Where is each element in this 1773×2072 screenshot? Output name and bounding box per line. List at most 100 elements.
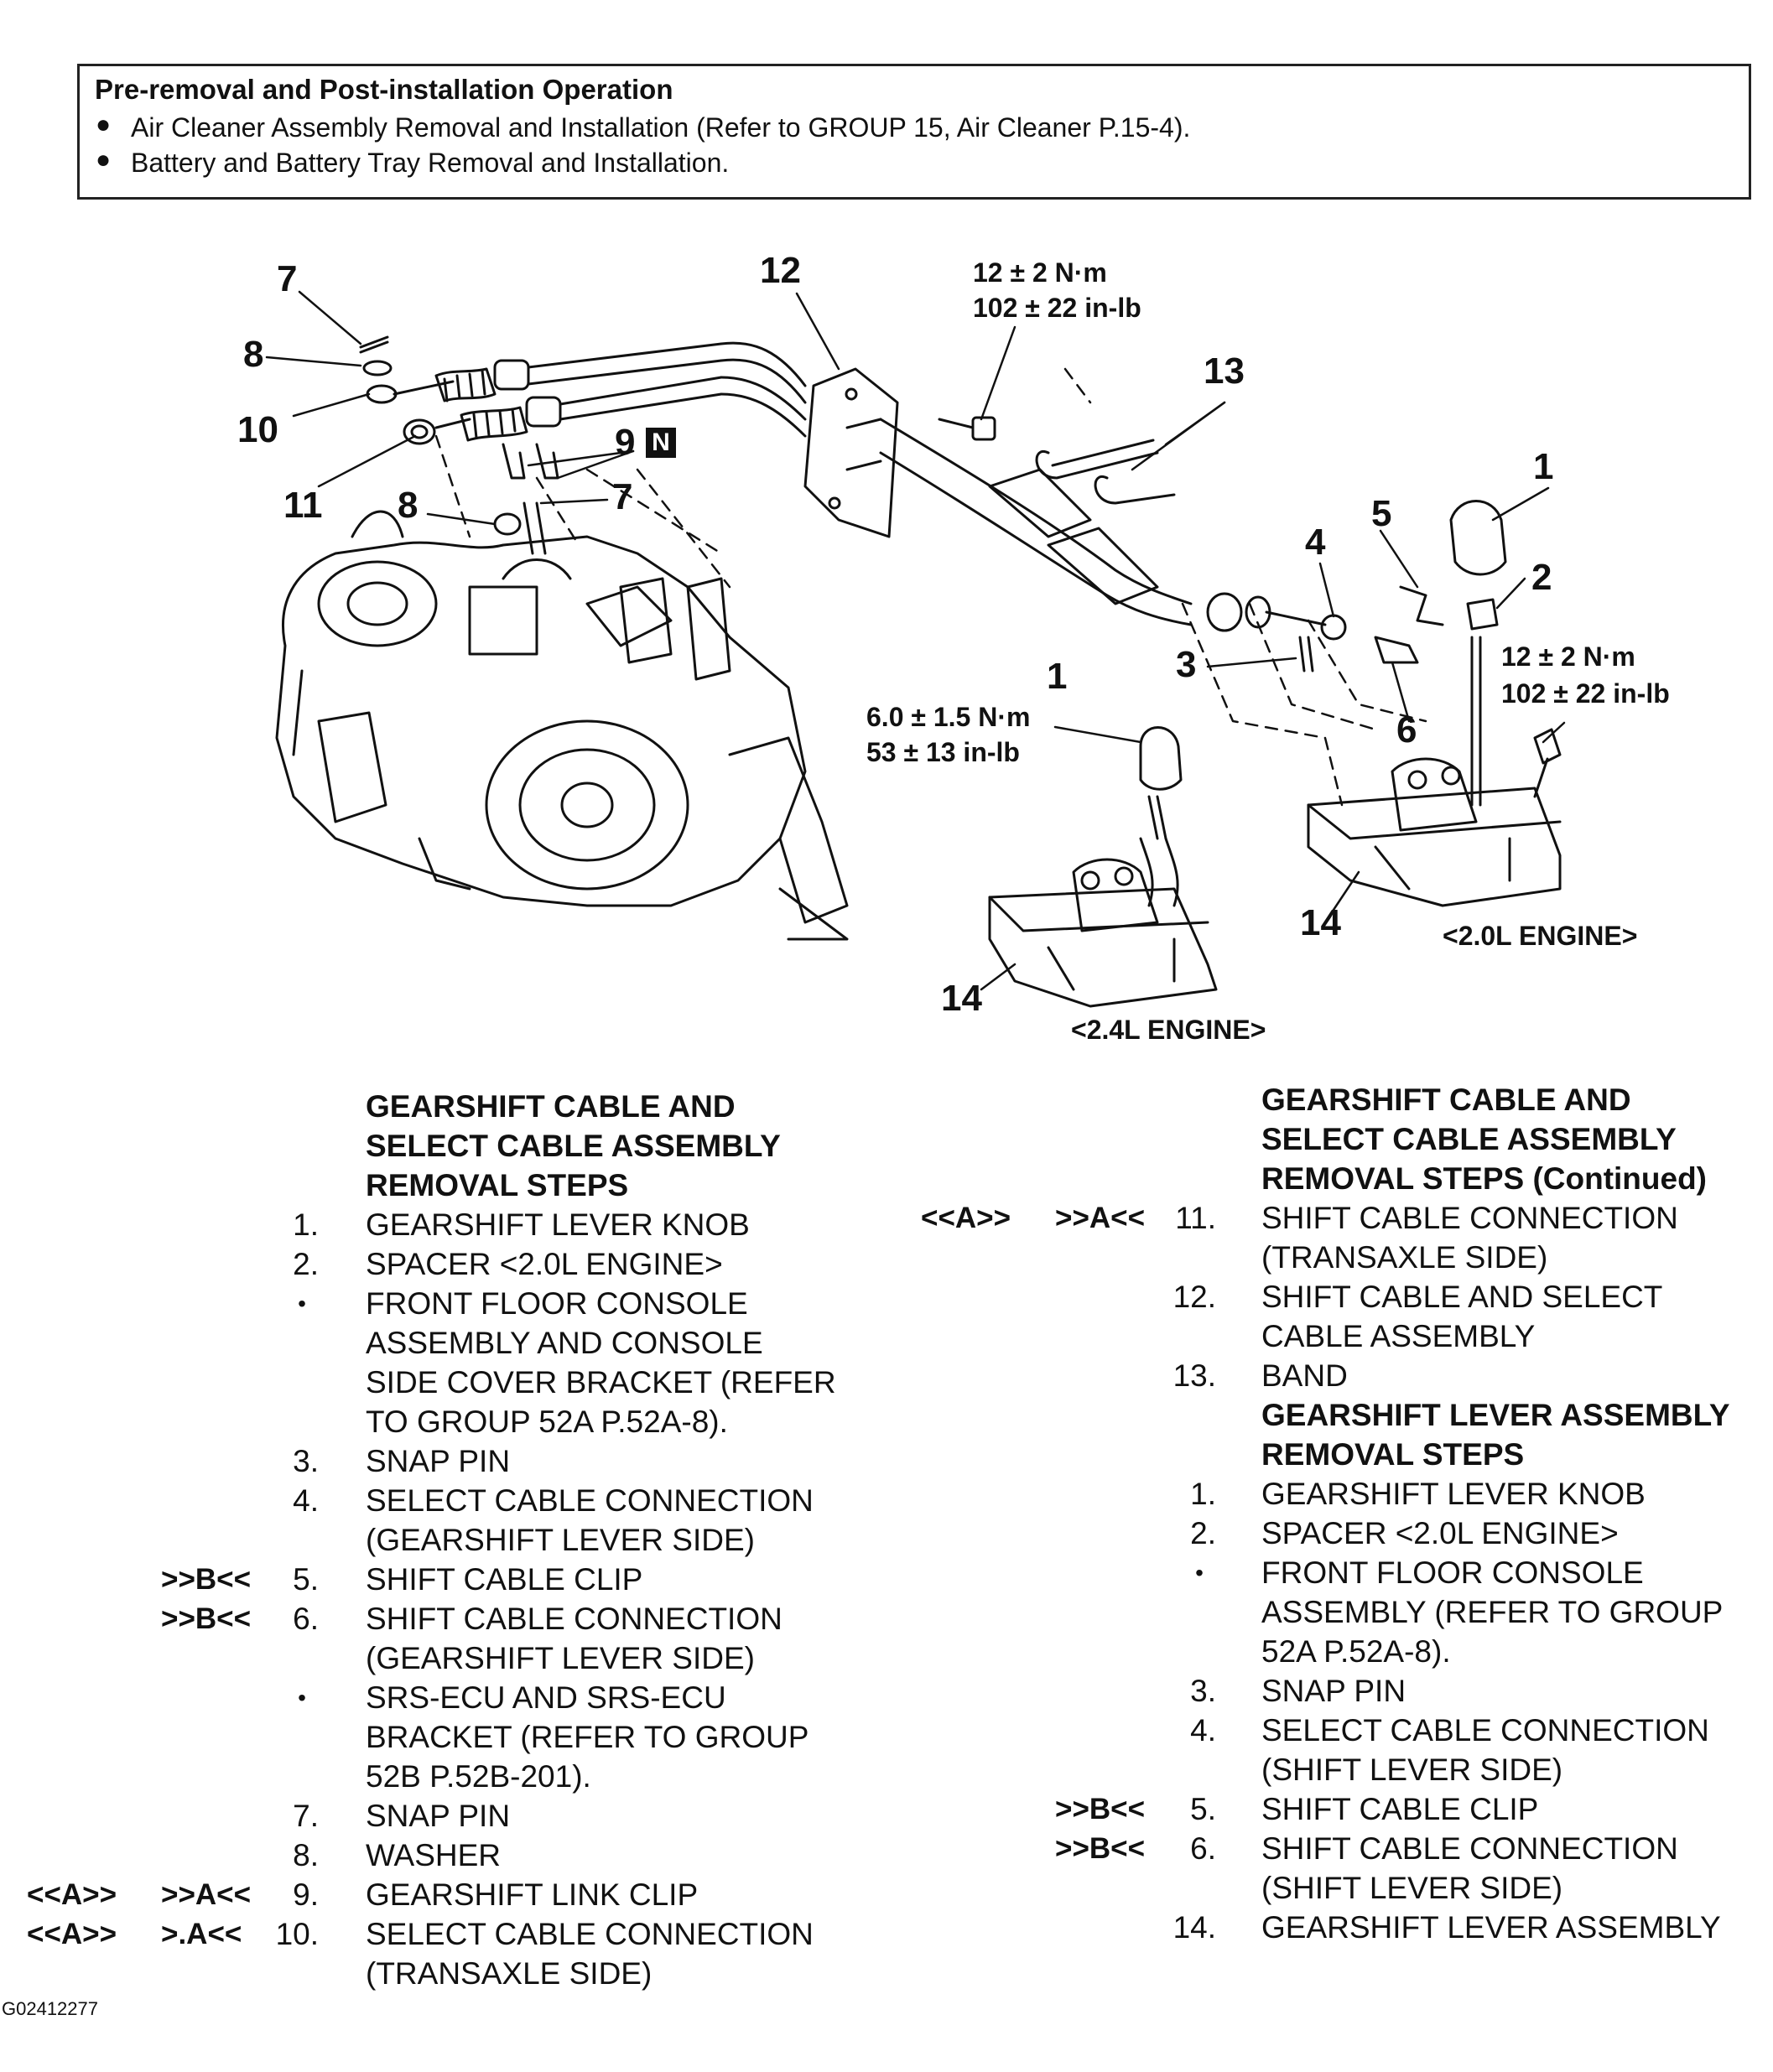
step-text: ASSEMBLY AND CONSOLE bbox=[366, 1326, 763, 1360]
step-text: SHIFT CABLE CLIP bbox=[366, 1562, 643, 1597]
step-text: TO GROUP 52A P.52A-8). bbox=[366, 1405, 728, 1439]
torque-spec-nm: 6.0 ± 1.5 N·m bbox=[866, 702, 1031, 732]
n-badge-icon: N bbox=[646, 428, 676, 458]
step-text: SPACER <2.0L ENGINE> bbox=[1261, 1516, 1619, 1550]
step-number: 11. bbox=[1175, 1201, 1216, 1235]
step-number: 5. bbox=[1190, 1792, 1216, 1826]
step-text: SPACER <2.0L ENGINE> bbox=[366, 1247, 723, 1281]
callout-2: 2 bbox=[1531, 557, 1552, 598]
torque-spec-inlb: 102 ± 22 in-lb bbox=[973, 293, 1141, 323]
callout-6: 6 bbox=[1396, 709, 1417, 750]
step-text: GEARSHIFT LEVER KNOB bbox=[1261, 1477, 1646, 1511]
procedure-ref-tag: >>B<< bbox=[161, 1563, 252, 1596]
callout-14: 14 bbox=[1300, 902, 1341, 943]
callout-11: 11 bbox=[283, 485, 323, 526]
step-text: (SHIFT LEVER SIDE) bbox=[1261, 1871, 1563, 1905]
procedure-ref-tag: <<A>> bbox=[27, 1918, 117, 1950]
step-text: CABLE ASSEMBLY bbox=[1261, 1319, 1536, 1353]
step-text: SHIFT CABLE CLIP bbox=[1261, 1792, 1539, 1826]
step-text: GEARSHIFT LINK CLIP bbox=[366, 1877, 699, 1912]
step-number: 1. bbox=[293, 1207, 319, 1242]
engine-caption-2-0: <2.0L ENGINE> bbox=[1443, 921, 1638, 951]
step-text: SNAP PIN bbox=[1261, 1674, 1406, 1708]
step-text: (GEARSHIFT LEVER SIDE) bbox=[366, 1641, 755, 1675]
section-heading: REMOVAL STEPS (Continued) bbox=[1261, 1161, 1708, 1196]
step-number: 8. bbox=[293, 1838, 319, 1872]
step-number: 14. bbox=[1172, 1910, 1216, 1945]
step-text: FRONT FLOOR CONSOLE bbox=[366, 1286, 748, 1321]
procedure-ref-tag: >>B<< bbox=[1055, 1832, 1146, 1865]
step-text: BRACKET (REFER TO GROUP bbox=[366, 1720, 809, 1754]
cable-end-select bbox=[434, 376, 723, 442]
step-text: (TRANSAXLE SIDE) bbox=[1261, 1240, 1548, 1275]
step-text: (SHIFT LEVER SIDE) bbox=[1261, 1753, 1563, 1787]
procedure-ref-tag: >.A<< bbox=[161, 1918, 242, 1950]
callout-7: 7 bbox=[277, 258, 298, 299]
callout-4: 4 bbox=[1305, 522, 1326, 563]
section-heading: SELECT CABLE ASSEMBLY bbox=[366, 1129, 781, 1163]
engine-caption-2-4: <2.4L ENGINE> bbox=[1071, 1015, 1266, 1045]
callout-1: 1 bbox=[1533, 446, 1554, 487]
step-text: WASHER bbox=[366, 1838, 502, 1872]
callout-12: 12 bbox=[760, 250, 801, 291]
callout-13: 13 bbox=[1204, 351, 1245, 392]
callout-5: 5 bbox=[1371, 493, 1392, 534]
step-number: 6. bbox=[1190, 1831, 1216, 1866]
section-heading: GEARSHIFT LEVER ASSEMBLY bbox=[1261, 1398, 1730, 1432]
step-text: SNAP PIN bbox=[366, 1444, 511, 1478]
cable-end-shift bbox=[393, 342, 723, 402]
step-text: (GEARSHIFT LEVER SIDE) bbox=[366, 1523, 755, 1557]
torque-spec-inlb: 102 ± 22 in-lb bbox=[1501, 678, 1670, 709]
section-heading: GEARSHIFT CABLE AND bbox=[366, 1089, 736, 1124]
procedure-ref-tag: <<A>> bbox=[27, 1878, 117, 1911]
step-number: 2. bbox=[1190, 1516, 1216, 1550]
step-text: SIDE COVER BRACKET (REFER bbox=[366, 1365, 836, 1400]
callout-9: 9 bbox=[615, 422, 636, 463]
callout-1b: 1 bbox=[1047, 656, 1068, 697]
step-text: SNAP PIN bbox=[366, 1799, 511, 1833]
torque-spec-inlb: 53 ± 13 in-lb bbox=[866, 737, 1020, 767]
step-number: 4. bbox=[293, 1483, 319, 1518]
shift-lever-assembly-2-0 bbox=[1307, 757, 1562, 907]
step-text: GEARSHIFT LEVER KNOB bbox=[366, 1207, 750, 1242]
figure-code: G02412277 bbox=[2, 1998, 98, 2019]
procedure-ref-tag: >>B<< bbox=[161, 1602, 252, 1635]
callout-14b: 14 bbox=[941, 978, 982, 1019]
pre-operation-item: Battery and Battery Tray Removal and Ins… bbox=[131, 148, 730, 178]
step-text: SELECT CABLE CONNECTION bbox=[366, 1917, 814, 1951]
step-text: SHIFT CABLE CONNECTION bbox=[1261, 1831, 1678, 1866]
callout-3: 3 bbox=[1176, 644, 1197, 685]
step-text: GEARSHIFT LEVER ASSEMBLY bbox=[1261, 1910, 1721, 1945]
step-text: 52A P.52A-8). bbox=[1261, 1634, 1451, 1669]
step-number: 5. bbox=[293, 1562, 319, 1597]
bullet-icon: • bbox=[298, 1290, 306, 1316]
step-text: SRS-ECU AND SRS-ECU bbox=[366, 1680, 726, 1715]
callout-10: 10 bbox=[237, 409, 278, 450]
bullet-icon: ● bbox=[96, 146, 112, 174]
callout-8: 8 bbox=[243, 334, 264, 375]
step-text: SHIFT CABLE CONNECTION bbox=[366, 1602, 783, 1636]
bullet-icon: • bbox=[298, 1685, 306, 1711]
shift-lever-assembly-2-4 bbox=[988, 858, 1218, 1008]
step-number: 9. bbox=[293, 1877, 319, 1912]
step-number: 7. bbox=[293, 1799, 319, 1833]
procedure-ref-tag: >>A<< bbox=[1055, 1202, 1146, 1234]
step-text: SELECT CABLE CONNECTION bbox=[366, 1483, 814, 1518]
step-text: ASSEMBLY (REFER TO GROUP bbox=[1261, 1595, 1724, 1629]
section-heading: REMOVAL STEPS bbox=[1261, 1437, 1525, 1472]
step-text: SHIFT CABLE AND SELECT bbox=[1261, 1280, 1663, 1314]
procedure-ref-tag: >>B<< bbox=[1055, 1793, 1146, 1825]
step-text: SELECT CABLE CONNECTION bbox=[1261, 1713, 1709, 1747]
step-text: 52B P.52B-201). bbox=[366, 1759, 591, 1794]
torque-spec-nm: 12 ± 2 N·m bbox=[1501, 641, 1635, 672]
step-number: 12. bbox=[1172, 1280, 1216, 1314]
pre-operation-title: Pre-removal and Post-installation Operat… bbox=[95, 74, 673, 105]
pre-operation-box bbox=[77, 64, 1751, 200]
bullet-icon: ● bbox=[96, 111, 112, 138]
procedure-ref-tag: <<A>> bbox=[921, 1202, 1011, 1234]
step-number: 6. bbox=[293, 1602, 319, 1636]
section-heading: GEARSHIFT CABLE AND bbox=[1261, 1083, 1631, 1117]
torque-spec-nm: 12 ± 2 N·m bbox=[973, 257, 1107, 288]
callout-7b: 7 bbox=[612, 476, 633, 517]
step-number: 1. bbox=[1190, 1477, 1216, 1511]
